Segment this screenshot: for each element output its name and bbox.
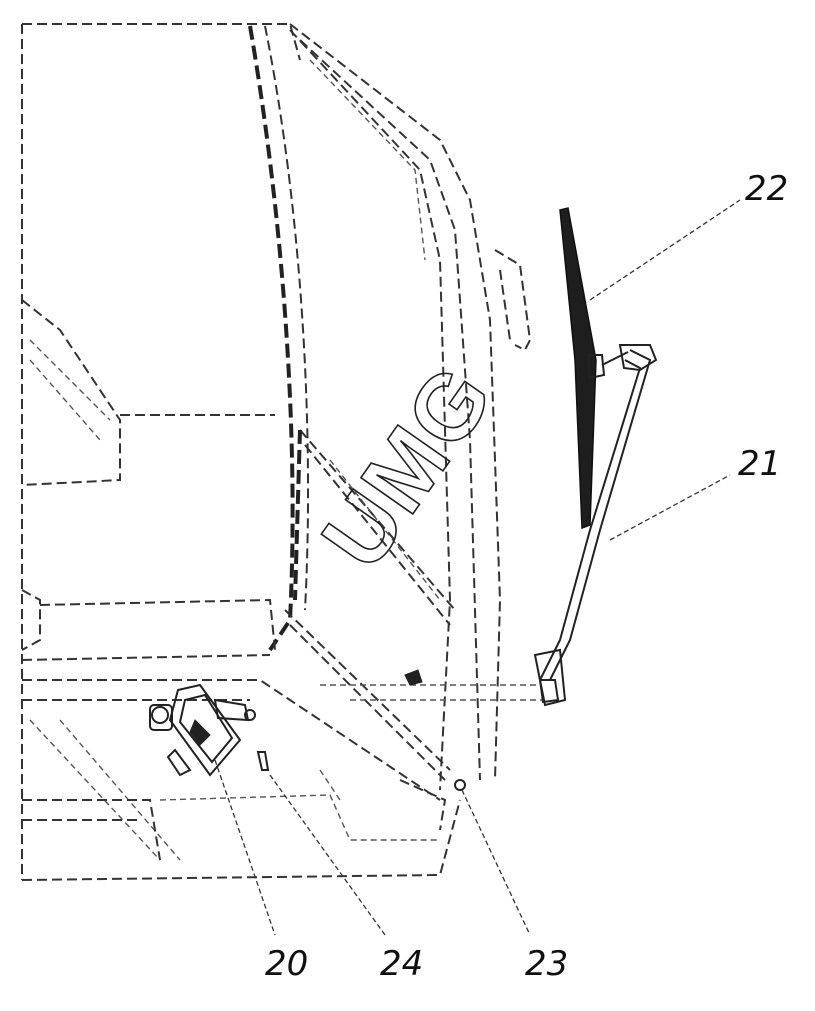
hose-clip xyxy=(256,751,270,771)
watermark: UMG xyxy=(303,347,513,586)
door-handle xyxy=(494,249,532,352)
wiper-motor xyxy=(149,683,256,777)
wiper-blade xyxy=(559,207,629,530)
callout-21: 21 xyxy=(738,444,781,484)
cab-interior-left xyxy=(21,299,276,661)
wiper-arm xyxy=(533,344,658,707)
cab-frame xyxy=(21,23,502,881)
callout-23: 23 xyxy=(525,944,568,984)
washer-nozzle xyxy=(404,669,466,791)
callout-20: 20 xyxy=(265,944,308,984)
callout-24: 24 xyxy=(380,944,423,984)
callout-22: 22 xyxy=(745,169,788,209)
cab-floor xyxy=(22,679,447,861)
washer-hoses xyxy=(320,684,545,701)
leader-lines xyxy=(214,199,741,936)
door-window xyxy=(284,429,456,781)
